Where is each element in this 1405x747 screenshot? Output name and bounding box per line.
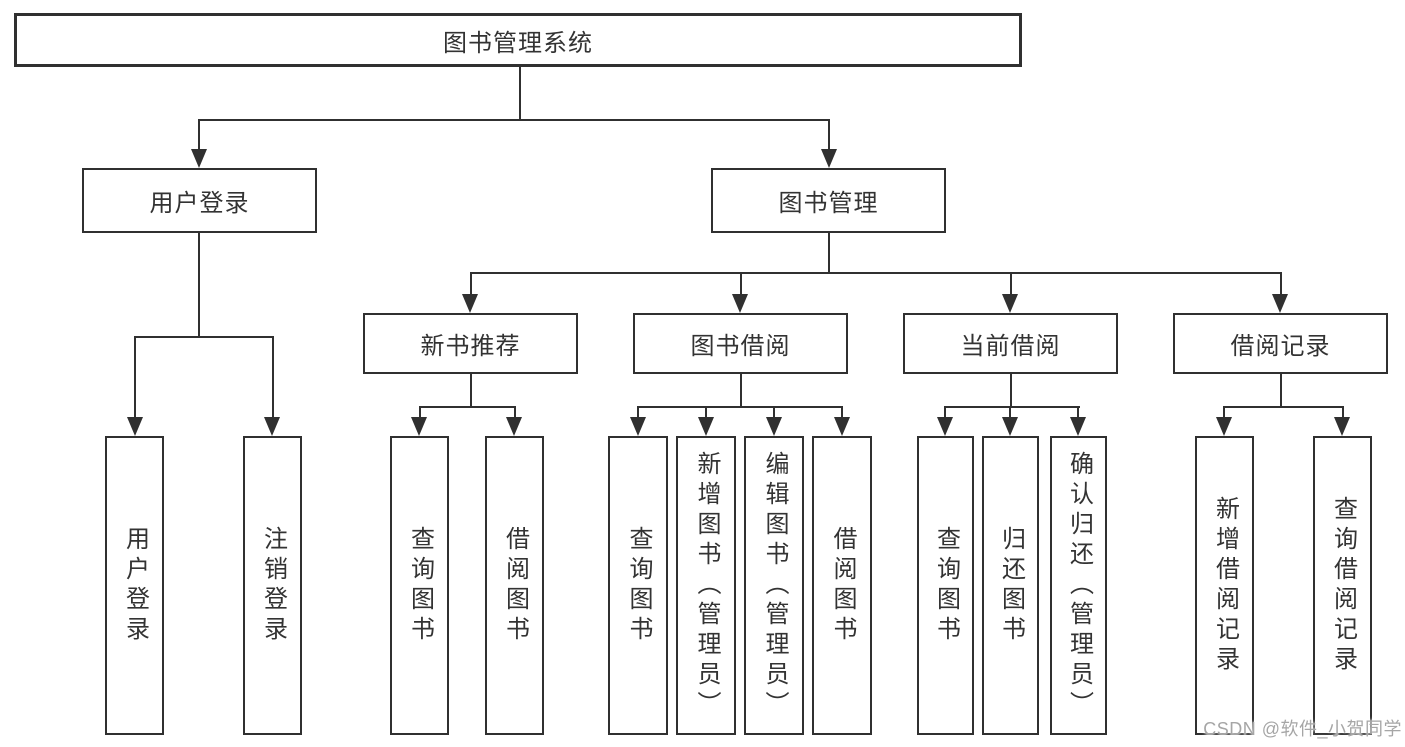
connector-line <box>1342 406 1344 419</box>
connector-line <box>470 272 1282 274</box>
leaf-logout: 注销登录 <box>243 436 302 735</box>
arrowhead-down-icon <box>127 417 143 436</box>
connector-line <box>419 406 421 419</box>
connector-line <box>945 406 1080 408</box>
node-book-borrow: 图书借阅 <box>633 313 848 374</box>
connector-line <box>1223 406 1225 419</box>
node-label: 注销登录 <box>259 525 287 646</box>
node-label: 借阅记录 <box>1230 333 1331 360</box>
arrowhead-down-icon <box>1272 294 1288 313</box>
node-label: 查询借阅记录 <box>1329 495 1357 676</box>
node-label: 查询图书 <box>625 525 652 646</box>
node-label: 图书管理系统 <box>443 29 593 57</box>
connector-line <box>1280 272 1282 296</box>
node-label: 新书推荐 <box>420 333 521 360</box>
connector-line <box>134 336 274 338</box>
connector-line <box>705 406 707 419</box>
node-label: 当前借阅 <box>960 333 1061 360</box>
connector-line <box>134 336 136 419</box>
node-label: 用户登录 <box>121 525 149 646</box>
node-label: 图书管理 <box>778 190 879 217</box>
arrowhead-down-icon <box>1002 294 1018 313</box>
leaf-borrow-books-recommend: 借阅图书 <box>485 436 544 735</box>
arrowhead-down-icon <box>1216 417 1232 436</box>
node-label: 查询图书 <box>406 525 434 646</box>
leaf-add-borrow-record: 新增借阅记录 <box>1195 436 1254 735</box>
connector-line <box>1009 406 1011 419</box>
connector-line <box>1224 406 1344 408</box>
arrowhead-down-icon <box>834 417 850 436</box>
arrowhead-down-icon <box>766 417 782 436</box>
leaf-return-books: 归还图书 <box>982 436 1039 735</box>
connector-line <box>1010 272 1012 296</box>
connector-line <box>419 406 516 408</box>
arrowhead-down-icon <box>732 294 748 313</box>
connector-line <box>637 406 639 419</box>
node-label: 新增借阅记录 <box>1211 495 1239 676</box>
connector-line <box>740 374 742 406</box>
arrowhead-down-icon <box>630 417 646 436</box>
node-label: 用户登录 <box>149 190 250 217</box>
leaf-query-books-borrow: 查询图书 <box>608 436 668 735</box>
connector-line <box>272 336 274 419</box>
connector-line <box>198 119 830 121</box>
leaf-user-login: 用户登录 <box>105 436 164 735</box>
arrowhead-down-icon <box>1070 417 1086 436</box>
connector-line <box>944 406 946 419</box>
arrowhead-down-icon <box>937 417 953 436</box>
node-label: 归还图书 <box>997 525 1025 646</box>
leaf-query-books-current: 查询图书 <box>917 436 974 735</box>
leaf-query-books-recommend: 查询图书 <box>390 436 449 735</box>
connector-line <box>828 119 830 151</box>
arrowhead-down-icon <box>191 149 207 168</box>
node-library-system: 图书管理系统 <box>14 13 1022 67</box>
connector-line <box>740 272 742 296</box>
leaf-borrow-books: 借阅图书 <box>812 436 872 735</box>
connector-line <box>828 233 830 272</box>
connector-line <box>637 406 843 408</box>
node-label: 确认归还（管理员） <box>1065 450 1093 721</box>
connector-line <box>1077 406 1079 419</box>
node-label: 图书借阅 <box>690 333 791 360</box>
arrowhead-down-icon <box>462 294 478 313</box>
connector-line <box>198 233 200 336</box>
arrowhead-down-icon <box>506 417 522 436</box>
arrowhead-down-icon <box>411 417 427 436</box>
node-current-borrow: 当前借阅 <box>903 313 1118 374</box>
arrowhead-down-icon <box>1002 417 1018 436</box>
node-label: 新增图书（管理员） <box>693 450 720 721</box>
connector-line <box>841 406 843 419</box>
connector-line <box>198 119 200 151</box>
arrowhead-down-icon <box>821 149 837 168</box>
leaf-confirm-return-admin: 确认归还（管理员） <box>1050 436 1107 735</box>
node-new-book-recommend: 新书推荐 <box>363 313 578 374</box>
leaf-query-borrow-record: 查询借阅记录 <box>1313 436 1372 735</box>
node-label: 借阅图书 <box>829 525 856 646</box>
connector-line <box>470 272 472 296</box>
leaf-edit-book-admin: 编辑图书（管理员） <box>744 436 804 735</box>
node-label: 编辑图书（管理员） <box>761 450 788 721</box>
watermark: CSDN @软件_小贺同学 <box>1203 719 1402 739</box>
connector-line <box>470 374 472 406</box>
node-borrow-records: 借阅记录 <box>1173 313 1388 374</box>
node-user-login: 用户登录 <box>82 168 317 233</box>
connector-line <box>519 67 521 119</box>
connector-line <box>514 406 516 419</box>
node-label: 借阅图书 <box>501 525 529 646</box>
leaf-add-book-admin: 新增图书（管理员） <box>676 436 736 735</box>
arrowhead-down-icon <box>1334 417 1350 436</box>
node-book-management: 图书管理 <box>711 168 946 233</box>
node-label: 查询图书 <box>932 525 960 646</box>
connector-line <box>773 406 775 419</box>
arrowhead-down-icon <box>698 417 714 436</box>
connector-line <box>1280 374 1282 406</box>
arrowhead-down-icon <box>264 417 280 436</box>
connector-line <box>1010 374 1012 406</box>
